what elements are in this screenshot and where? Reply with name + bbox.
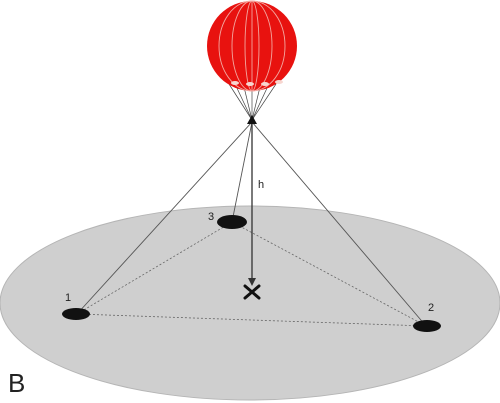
tether-lines bbox=[76, 121, 427, 327]
anchor-label-1: 1 bbox=[65, 292, 71, 304]
balloon bbox=[207, 0, 297, 92]
panel-label: B bbox=[8, 368, 25, 398]
balloon-rigging bbox=[228, 83, 277, 121]
ground-plane bbox=[0, 205, 500, 401]
anchor-3 bbox=[217, 215, 247, 229]
ground-triangle bbox=[76, 221, 427, 327]
anchor-label-3: 3 bbox=[208, 211, 214, 223]
anchor-1 bbox=[62, 308, 90, 320]
height-label: h bbox=[258, 179, 264, 191]
anchor-label-2: 2 bbox=[428, 302, 434, 314]
rigging-apex bbox=[247, 115, 257, 124]
height-arrowhead bbox=[248, 278, 256, 286]
anchor-2 bbox=[413, 320, 441, 332]
ground-point-marker bbox=[243, 284, 261, 300]
